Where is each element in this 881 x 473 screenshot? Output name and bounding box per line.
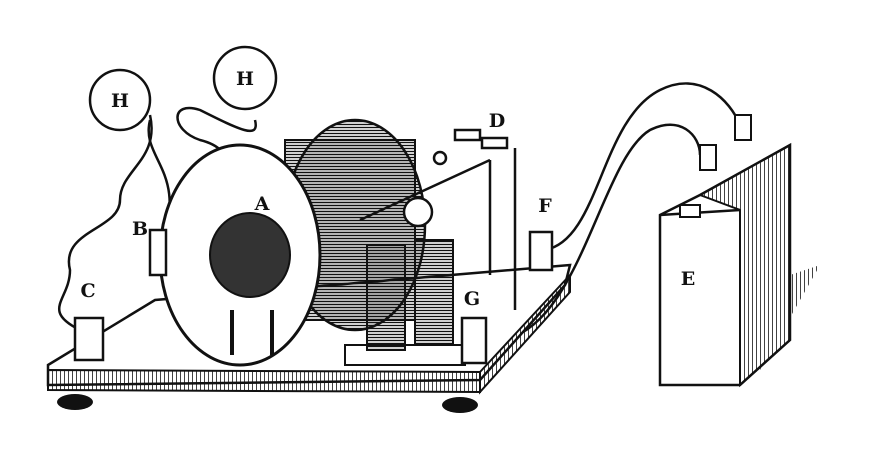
label-b: B [132,218,148,240]
label-e: E [681,268,695,290]
induction-coil-a [158,118,427,367]
label-text: H [236,68,254,90]
label-g: G [464,288,480,310]
battery-e [658,114,820,388]
interrupter-d [359,128,517,310]
binding-post-b [148,228,168,277]
binding-post-c [73,316,105,362]
binding-post-g [460,316,488,365]
label-h-right: H [212,45,278,111]
label-a: A [254,193,270,215]
label-d: D [489,110,505,132]
label-c: C [80,280,95,302]
label-f: F [538,195,552,217]
binding-post-f [528,230,554,272]
label-h-left: H [88,68,152,132]
label-text: H [111,90,129,112]
